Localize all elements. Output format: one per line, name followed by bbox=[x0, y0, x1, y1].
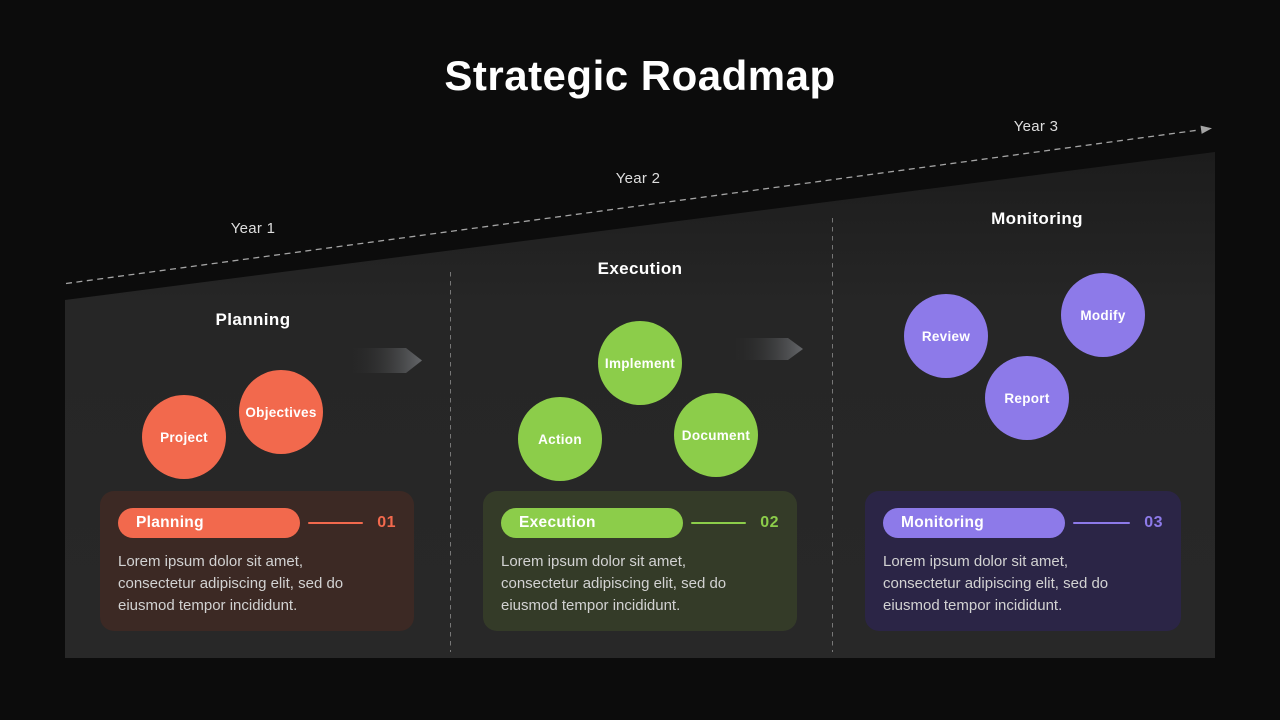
phase-number-execution: 02 bbox=[760, 514, 779, 531]
timeline-year-2-label: Year 2 bbox=[615, 170, 661, 187]
timeline-year-1-label: Year 1 bbox=[230, 220, 276, 237]
bubble-modify-label: Modify bbox=[1080, 307, 1126, 323]
phase-description-execution: Lorem ipsum dolor sit amet, consectetur … bbox=[501, 553, 727, 614]
bubble-review-label: Review bbox=[921, 328, 971, 344]
phase-card-execution-header: Execution 02 bbox=[501, 508, 779, 538]
phase-pill-execution: Execution bbox=[501, 508, 683, 538]
bubble-modify: Modify bbox=[1061, 273, 1145, 357]
bubble-document: Document bbox=[674, 393, 758, 477]
phase-heading-monitoring: Monitoring bbox=[991, 209, 1083, 228]
bubble-report-label: Report bbox=[1004, 390, 1050, 406]
bubble-implement: Implement bbox=[598, 321, 682, 405]
phase-pill-monitoring: Monitoring bbox=[883, 508, 1065, 538]
phase-number-planning: 01 bbox=[377, 514, 396, 531]
phase-card-monitoring-header: Monitoring 03 bbox=[883, 508, 1163, 538]
phase-card-planning: Planning 01 Lorem ipsum dolor sit amet, … bbox=[100, 491, 414, 631]
bubble-project: Project bbox=[142, 395, 226, 479]
phase-heading-execution: Execution bbox=[597, 259, 683, 278]
slide-title: Strategic Roadmap bbox=[444, 52, 836, 99]
bubble-implement-label: Implement bbox=[604, 355, 676, 371]
bubble-action-label: Action bbox=[538, 431, 582, 447]
timeline-year-3-label: Year 3 bbox=[1013, 118, 1059, 135]
phase-card-planning-header: Planning 01 bbox=[118, 508, 396, 538]
bubble-project-label: Project bbox=[160, 429, 208, 445]
pill-connector-line-planning bbox=[308, 522, 364, 524]
phase-card-execution: Execution 02 Lorem ipsum dolor sit amet,… bbox=[483, 491, 797, 631]
phase-description-monitoring: Lorem ipsum dolor sit amet, consectetur … bbox=[883, 553, 1109, 614]
phase-description-planning: Lorem ipsum dolor sit amet, consectetur … bbox=[118, 553, 344, 614]
bubble-review: Review bbox=[904, 294, 988, 378]
bubble-report: Report bbox=[985, 356, 1069, 440]
bubble-action: Action bbox=[518, 397, 602, 481]
bubble-objectives-label: Objectives bbox=[245, 404, 317, 420]
phase-pill-execution-label: Execution bbox=[519, 514, 596, 531]
phase-heading-planning: Planning bbox=[215, 310, 291, 329]
phase-card-monitoring: Monitoring 03 Lorem ipsum dolor sit amet… bbox=[865, 491, 1181, 631]
phase-pill-planning: Planning bbox=[118, 508, 300, 538]
arrow-planning-icon bbox=[353, 348, 422, 373]
timeline-arrowhead-icon bbox=[1200, 125, 1212, 134]
phase-pill-monitoring-label: Monitoring bbox=[901, 514, 985, 531]
phase-pill-planning-label: Planning bbox=[136, 514, 204, 531]
pill-connector-line-execution bbox=[691, 522, 747, 524]
bubble-document-label: Document bbox=[681, 427, 751, 443]
arrow-execution-icon bbox=[735, 338, 803, 360]
pill-connector-line-monitoring bbox=[1073, 522, 1131, 524]
phase-number-monitoring: 03 bbox=[1144, 514, 1163, 531]
bubble-objectives: Objectives bbox=[239, 370, 323, 454]
